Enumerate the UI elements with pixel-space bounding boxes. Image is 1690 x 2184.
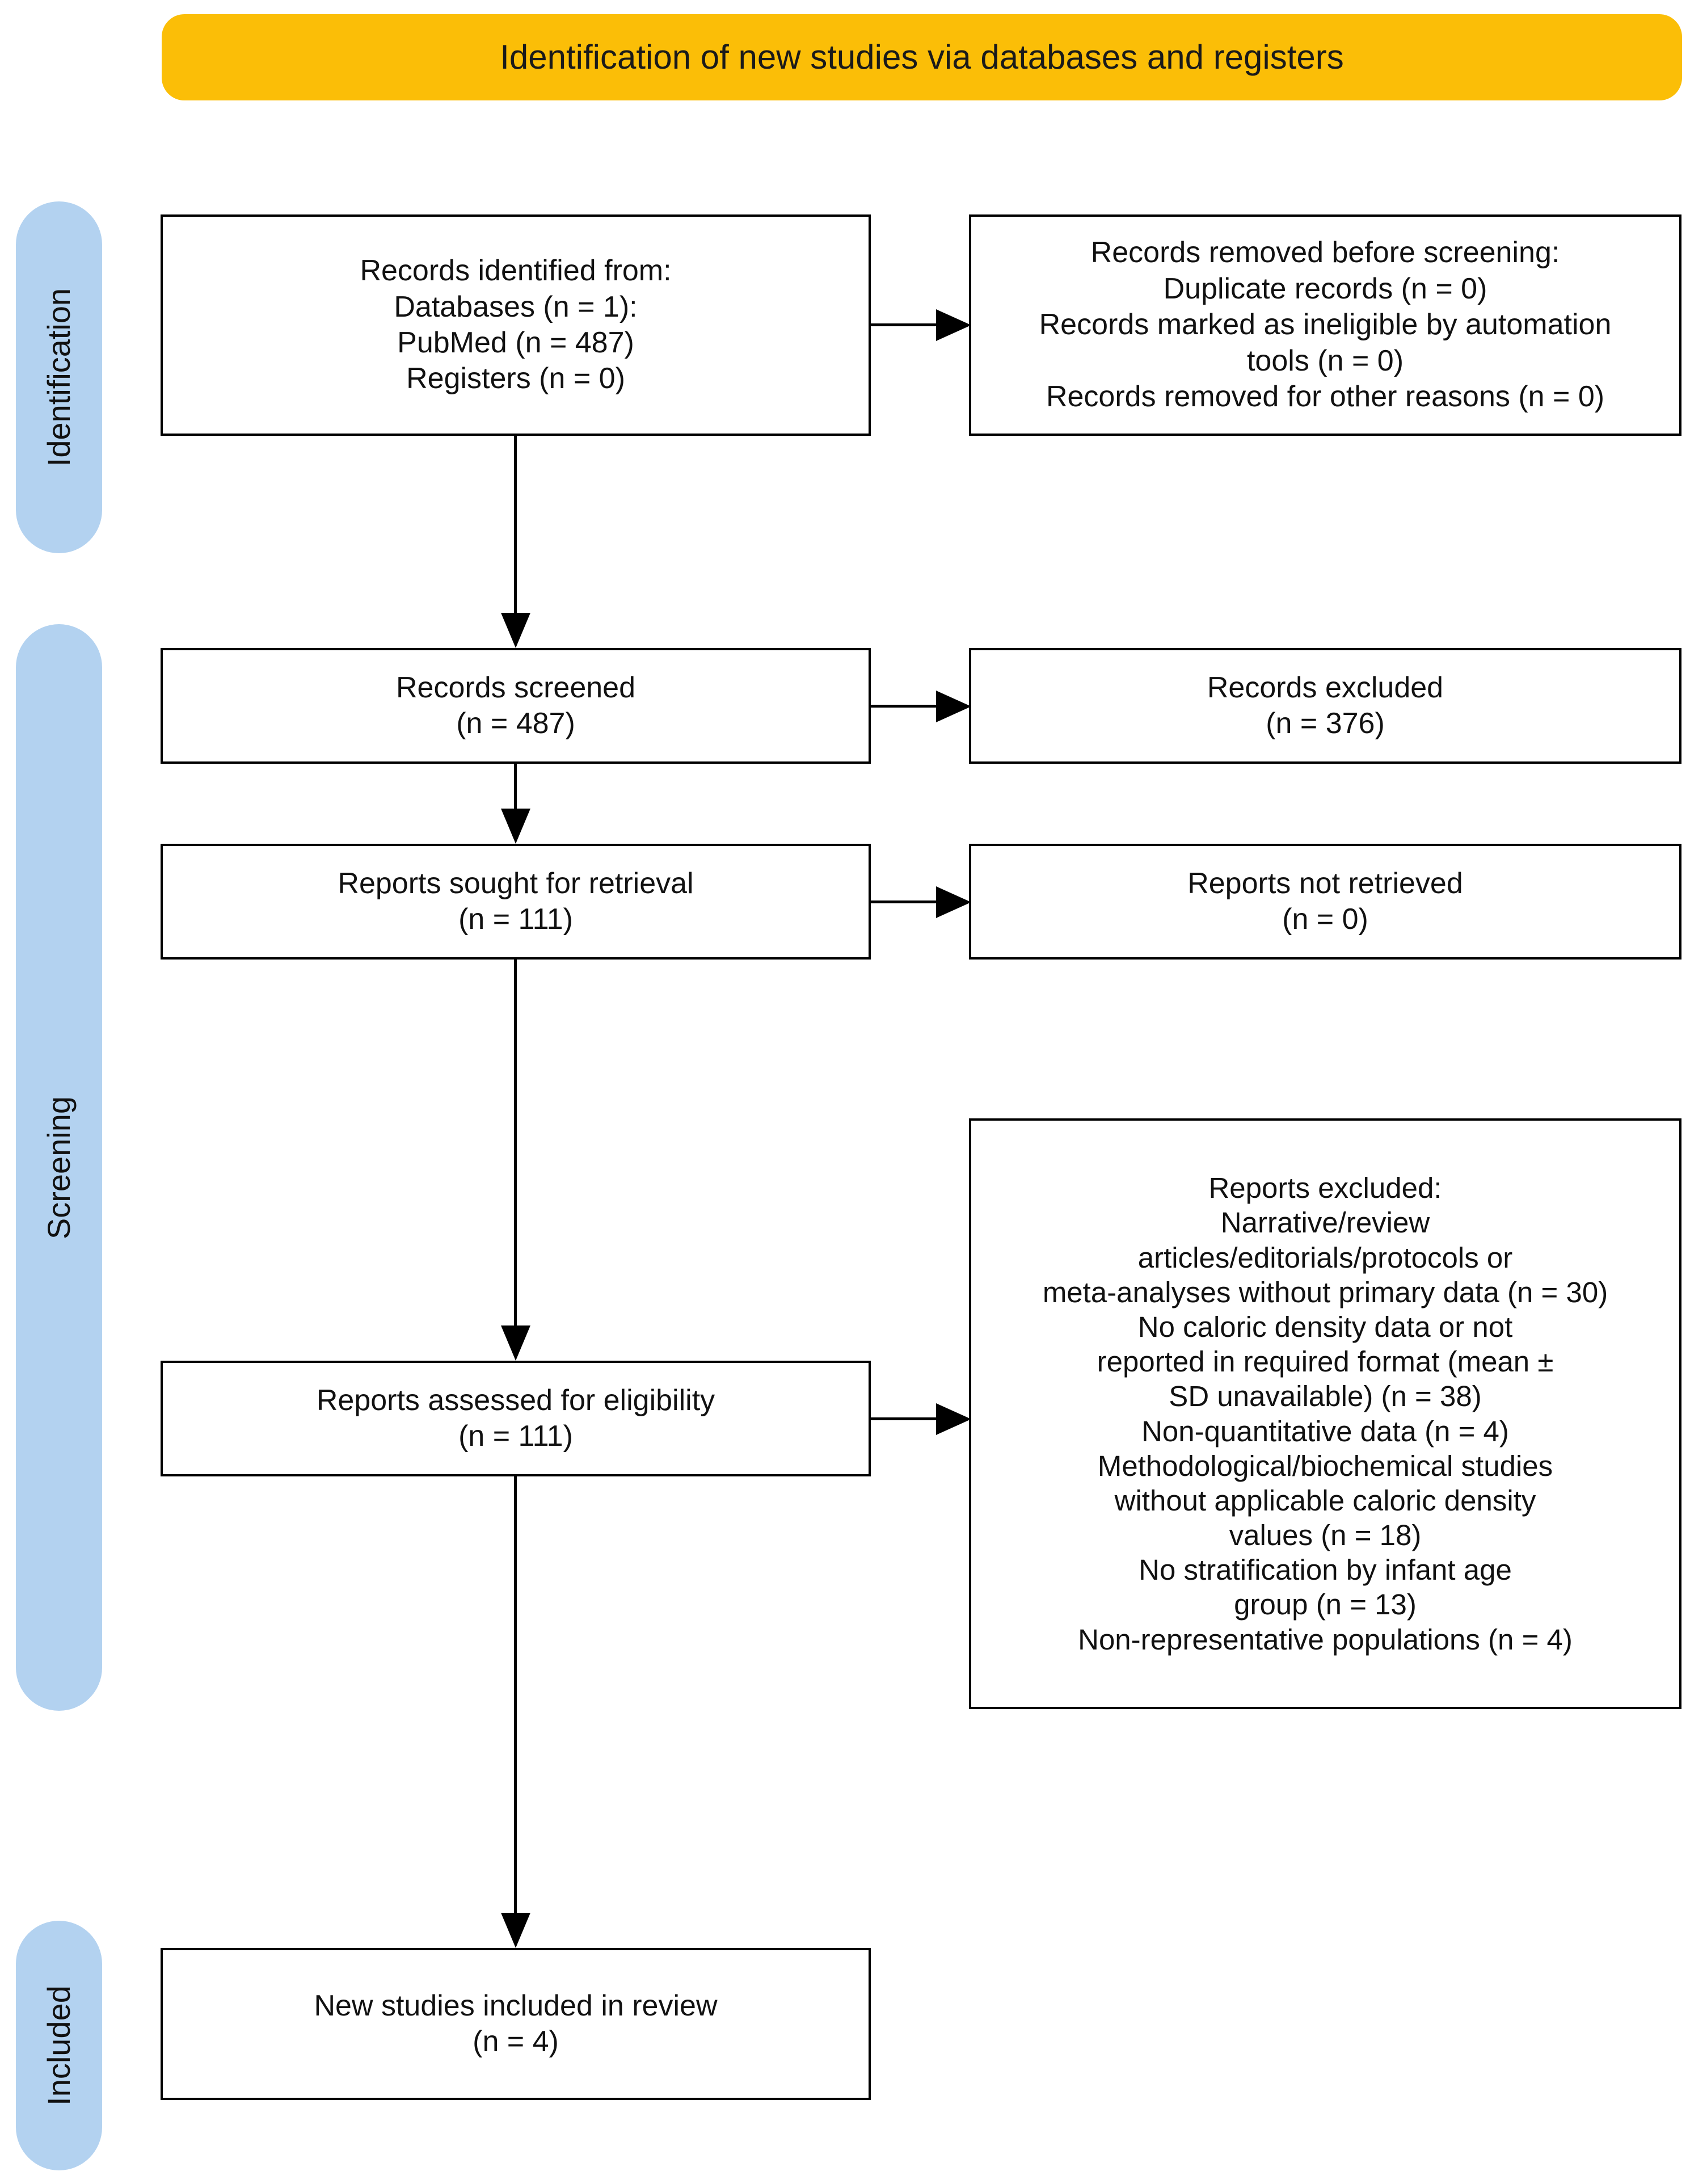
arrowhead-right-to-notretrieved <box>936 886 971 918</box>
stage-pill-identification: Identification <box>16 201 102 553</box>
box-new-studies-included: New studies included in review (n = 4) <box>161 1948 871 2100</box>
stage-pill-screening: Screening <box>16 624 102 1711</box>
box-records-screened-text: Records screened (n = 487) <box>396 671 635 740</box>
arrowhead-right-to-excluded <box>936 691 971 722</box>
arrowhead-right-to-removed <box>936 309 971 341</box>
box-reports-assessed-for-eligibility: Reports assessed for eligibility (n = 11… <box>161 1361 871 1476</box>
box-records-identified-text: Records identified from: Databases (n = … <box>360 254 672 395</box>
arrowhead-down-to-included <box>501 1913 530 1948</box>
stage-label-identification: Identification <box>41 288 77 467</box>
box-reports-sought-for-retrieval: Reports sought for retrieval (n = 111) <box>161 844 871 960</box>
stage-label-screening: Screening <box>41 1096 77 1239</box>
box-reports-excluded-text: Reports excluded: Narrative/review artic… <box>1042 1172 1608 1656</box>
connector-assessed-to-included <box>514 1476 517 1925</box>
box-records-excluded-text: Records excluded (n = 376) <box>1207 671 1444 740</box>
box-records-identified: Records identified from: Databases (n = … <box>161 214 871 436</box>
arrowhead-down-to-sought <box>501 809 530 844</box>
connector-sought-to-assessed <box>514 960 517 1338</box>
box-records-removed-before-screening: Records removed before screening: Duplic… <box>969 214 1681 436</box>
diagram-header-banner: Identification of new studies via databa… <box>162 14 1682 100</box>
box-reports-assessed-text: Reports assessed for eligibility (n = 11… <box>316 1383 715 1453</box>
connector-sought-to-notretrieved <box>871 900 939 903</box>
connector-screened-to-sought <box>514 764 517 821</box>
arrowhead-down-to-assessed <box>501 1325 530 1361</box>
box-records-removed-text: Records removed before screening: Duplic… <box>1039 236 1612 414</box>
arrowhead-down-to-screened <box>501 613 530 648</box>
stage-pill-included: Included <box>16 1921 102 2170</box>
banner-title: Identification of new studies via databa… <box>500 38 1344 76</box>
box-reports-not-retrieved-text: Reports not retrieved (n = 0) <box>1187 866 1463 936</box>
stage-label-included: Included <box>41 1985 77 2106</box>
connector-assessed-to-reportsexcluded <box>871 1417 939 1420</box>
connector-identified-to-removed <box>871 323 939 326</box>
connector-screened-to-excluded <box>871 705 939 708</box>
connector-identified-to-screened <box>514 436 517 617</box>
box-reports-sought-text: Reports sought for retrieval (n = 111) <box>338 866 694 936</box>
box-records-excluded: Records excluded (n = 376) <box>969 648 1681 764</box>
box-records-screened: Records screened (n = 487) <box>161 648 871 764</box>
box-reports-not-retrieved: Reports not retrieved (n = 0) <box>969 844 1681 960</box>
arrowhead-right-to-reportsexcluded <box>936 1403 971 1435</box>
box-reports-excluded: Reports excluded: Narrative/review artic… <box>969 1118 1681 1709</box>
box-new-studies-included-text: New studies included in review (n = 4) <box>314 1989 718 2058</box>
